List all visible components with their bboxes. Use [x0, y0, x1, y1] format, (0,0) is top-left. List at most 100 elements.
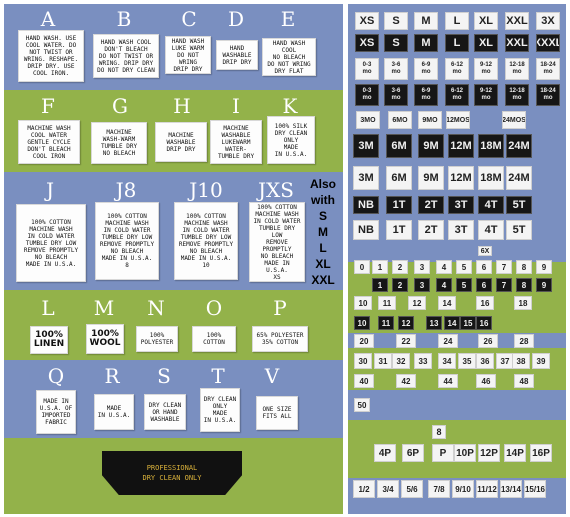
size-tag: 42 — [396, 374, 416, 388]
size-tag: L — [445, 12, 469, 30]
size-tag: 5 — [456, 278, 472, 292]
size-tag: 10 — [354, 316, 370, 330]
size-tag: 6MO — [388, 111, 412, 129]
label-letter-d: D — [227, 7, 245, 31]
fabric-label-polyester: 100% POLYESTER — [136, 326, 178, 352]
size-tag: 11/12 — [476, 480, 498, 498]
size-tag: XXL — [505, 12, 529, 30]
size-tag: P — [432, 444, 454, 462]
origin-label-q: MADE IN U.S.A. OF IMPORTED FABRIC — [36, 390, 76, 434]
size-tag: 3-6 mo — [384, 84, 408, 106]
size-tag: 7/8 — [428, 480, 450, 498]
size-tag: 9/10 — [452, 480, 474, 498]
size-tag: L — [445, 34, 469, 52]
size-tag: 9 — [536, 260, 552, 274]
size-tag: 4P — [374, 444, 396, 462]
size-tag: 0-3 mo — [355, 58, 379, 80]
label-letter-g: G — [112, 94, 128, 118]
size-tag: 6M — [386, 166, 412, 190]
size-tag: XS — [355, 34, 379, 52]
fabric-row-l-p: L M N O P 100% LINEN 100% WOOL 100% POLY… — [4, 290, 343, 360]
care-labels-panel: A B C D E HAND WASH. USE COOL WATER. DO … — [4, 4, 343, 514]
size-tag: 1 — [372, 260, 388, 274]
also-available-sizes: Also with S M L XL XXL — [309, 177, 336, 287]
size-tag: 6 — [476, 260, 492, 274]
origin-row-q-v: Q R S T V MADE IN U.S.A. OF IMPORTED FAB… — [4, 360, 343, 438]
size-tag: 0-3 mo — [355, 84, 379, 106]
size-tag: 8 — [432, 425, 446, 439]
label-letter-q: Q — [47, 364, 65, 388]
label-letter-v: V — [264, 364, 280, 388]
size-tag: 3T — [448, 220, 474, 240]
size-tag: 18M — [478, 166, 504, 190]
size-tag: 8 — [516, 278, 532, 292]
size-tag: 15/16 — [524, 480, 546, 498]
size-tag: 34 — [438, 353, 456, 369]
size-tag: 6-12 mo — [445, 58, 469, 80]
label-letter-n: N — [147, 296, 165, 320]
size-tag: XL — [474, 34, 498, 52]
size-tag: 0 — [354, 260, 370, 274]
care-label-k: 100% SILK DRY CLEAN ONLY MADE IN U.S.A. — [267, 116, 315, 164]
fabric-label-poly-cotton: 65% POLYESTER 35% COTTON — [252, 326, 308, 352]
size-tag: 8 — [516, 260, 532, 274]
size-tag: 18-24 mo — [536, 84, 560, 106]
size-tag: 12 — [408, 296, 426, 310]
size-tag: 31 — [374, 353, 392, 369]
size-tag: 15 — [460, 316, 476, 330]
label-letter-c: C — [181, 7, 197, 31]
size-tag: 5 — [456, 260, 472, 274]
size-tag: 14 — [444, 316, 460, 330]
size-tag: 40 — [354, 374, 374, 388]
size-tag: 35 — [458, 353, 476, 369]
size-tag: 24 — [438, 334, 458, 348]
size-tag: 13/14 — [500, 480, 522, 498]
origin-label-v: ONE SIZE FITS ALL — [256, 396, 298, 430]
size-tag: 50 — [354, 398, 370, 412]
care-label-j10: 100% COTTON MACHINE WASH IN COLD WATER T… — [174, 202, 238, 280]
care-label-g: MACHINE WASH-WARM TUMBLE DRY NO BLEACH — [91, 122, 147, 164]
size-tag: 33 — [414, 353, 432, 369]
size-tag: 11 — [378, 296, 396, 310]
label-letter-e: E — [280, 7, 296, 31]
size-tag: 14 — [438, 296, 456, 310]
size-tag: XXL — [505, 34, 529, 52]
care-row-j: J J8 J10 JXS 100% COTTON MACHINE WASH IN… — [4, 172, 343, 290]
care-label-jxs: 100% COTTON MACHINE WASH IN COLD WATER T… — [249, 202, 305, 282]
care-label-j: 100% COTTON MACHINE WASH IN COLD WATER T… — [16, 204, 86, 282]
label-letter-j: J — [45, 178, 55, 202]
size-tag: 12P — [478, 444, 500, 462]
size-tag: XXXL — [536, 34, 560, 52]
care-label-d: HAND WASHABLE DRIP DRY — [216, 40, 258, 70]
size-tag: 9M — [418, 134, 444, 158]
size-tag: 44 — [438, 374, 458, 388]
size-tag: 3MO — [356, 111, 380, 129]
label-letter-t: T — [211, 364, 225, 388]
size-tag: 32 — [392, 353, 410, 369]
label-letter-b: B — [116, 7, 132, 31]
size-tag: 6 — [476, 278, 492, 292]
size-tag: 2 — [392, 260, 408, 274]
label-letter-o: O — [205, 296, 223, 320]
size-tag: 5T — [506, 220, 532, 240]
size-tag: 3-6 mo — [384, 58, 408, 80]
size-tag: 12 — [398, 316, 414, 330]
size-tag: 3/4 — [377, 480, 399, 498]
size-tag: 18M — [478, 134, 504, 158]
size-tag: 39 — [532, 353, 550, 369]
size-tag: M — [414, 34, 438, 52]
size-tag: 9MO — [418, 111, 442, 129]
size-tag: NB — [353, 220, 379, 240]
size-tag: 22 — [396, 334, 416, 348]
size-tag: 6-12 mo — [445, 84, 469, 106]
size-tag: 38 — [512, 353, 530, 369]
size-tag: 9-12 mo — [474, 58, 498, 80]
origin-label-r: MADE IN U.S.A. — [94, 394, 134, 430]
size-tag: 2T — [418, 220, 444, 240]
size-tag: 12-18 mo — [505, 84, 529, 106]
size-tag: 4T — [478, 220, 504, 240]
care-row-a-e: A B C D E HAND WASH. USE COOL WATER. DO … — [4, 4, 343, 90]
size-tag: 12MOS — [446, 111, 470, 129]
size-tag: 12M — [448, 134, 474, 158]
size-tag: 6M — [386, 134, 412, 158]
